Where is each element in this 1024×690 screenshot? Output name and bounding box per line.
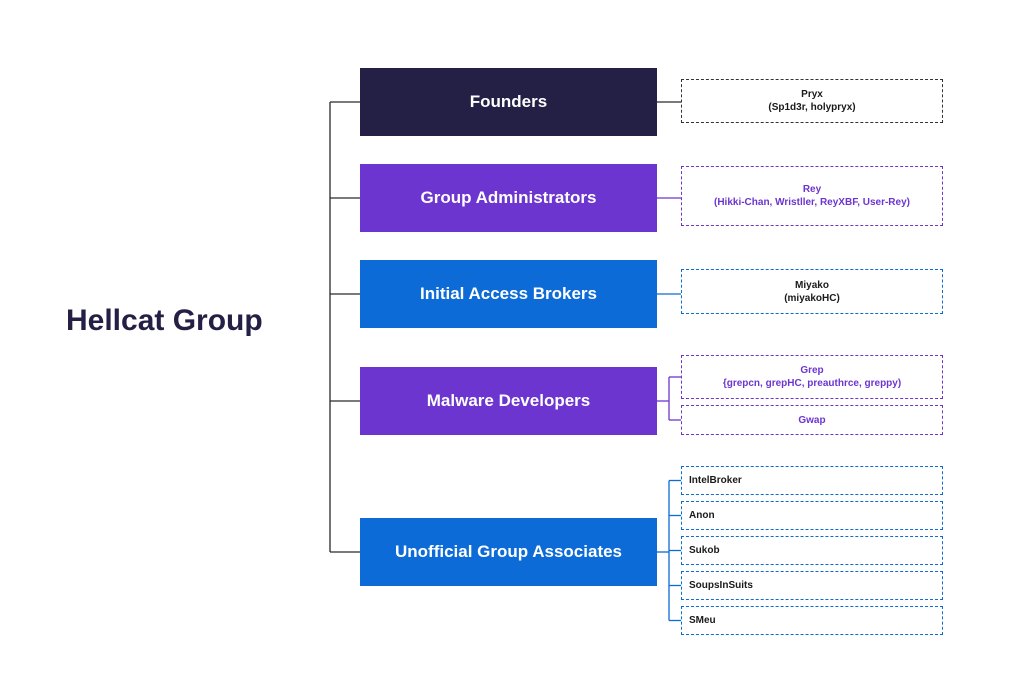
member-card-miyako: Miyako(miyakoHC)	[681, 269, 943, 314]
member-name: Anon	[689, 510, 715, 521]
role-label: Malware Developers	[426, 391, 591, 410]
role-box-initial-access-brokers: Initial Access Brokers	[360, 260, 657, 328]
member-card-rey: Rey (Hikki-Chan, Wristller, ReyXBF, User-…	[681, 166, 943, 226]
member-card-gwap: Gwap	[681, 405, 943, 435]
member-name: SoupsInSuits	[689, 580, 753, 591]
role-label: Group Administrators	[420, 188, 597, 207]
member-name: Sukob	[689, 545, 720, 556]
role-label: Initial Access Brokers	[419, 284, 597, 303]
member-name: IntelBroker	[689, 475, 742, 486]
member-card-sukob: Sukob	[681, 536, 943, 565]
role-label: Founders	[469, 92, 548, 111]
role-box-group-administrators: Group Administrators	[360, 164, 657, 232]
member-name: SMeu	[689, 615, 716, 626]
member-card-pryx: Pryx (Sp1d3r, holypryx)	[681, 79, 943, 123]
role-box-founders: Founders	[360, 68, 657, 136]
member-aliases: (Hikki-Chan, Wristller, ReyXBF, User-Rey…	[714, 197, 910, 208]
role-label: Unofficial Group Associates	[394, 542, 623, 561]
member-card-intelbroker: IntelBroker	[681, 466, 943, 495]
member-name: Miyako	[795, 279, 829, 291]
member-aliases: {grepcn, grepHC, preauthrce, greppy)	[722, 378, 902, 389]
member-name: Grep	[800, 365, 824, 376]
role-box-unofficial-group-associates: Unofficial Group Associates	[360, 518, 657, 586]
member-card-grep: Grep {grepcn, grepHC, preauthrce, greppy)	[681, 355, 943, 399]
member-card-smeu: SMeu	[681, 606, 943, 635]
member-aliases: (Sp1d3r, holypryx)	[768, 102, 856, 113]
diagram-title: Hellcat Group	[66, 304, 263, 337]
member-card-anon: Anon	[681, 501, 943, 530]
member-name: Gwap	[798, 414, 826, 426]
member-card-soupsinsuits: SoupsInSuits	[681, 571, 943, 600]
member-aliases: (miyakoHC)	[784, 292, 840, 304]
member-name: Pryx	[801, 89, 823, 100]
member-name: Rey	[802, 184, 822, 195]
role-box-malware-developers: Malware Developers	[360, 367, 657, 435]
